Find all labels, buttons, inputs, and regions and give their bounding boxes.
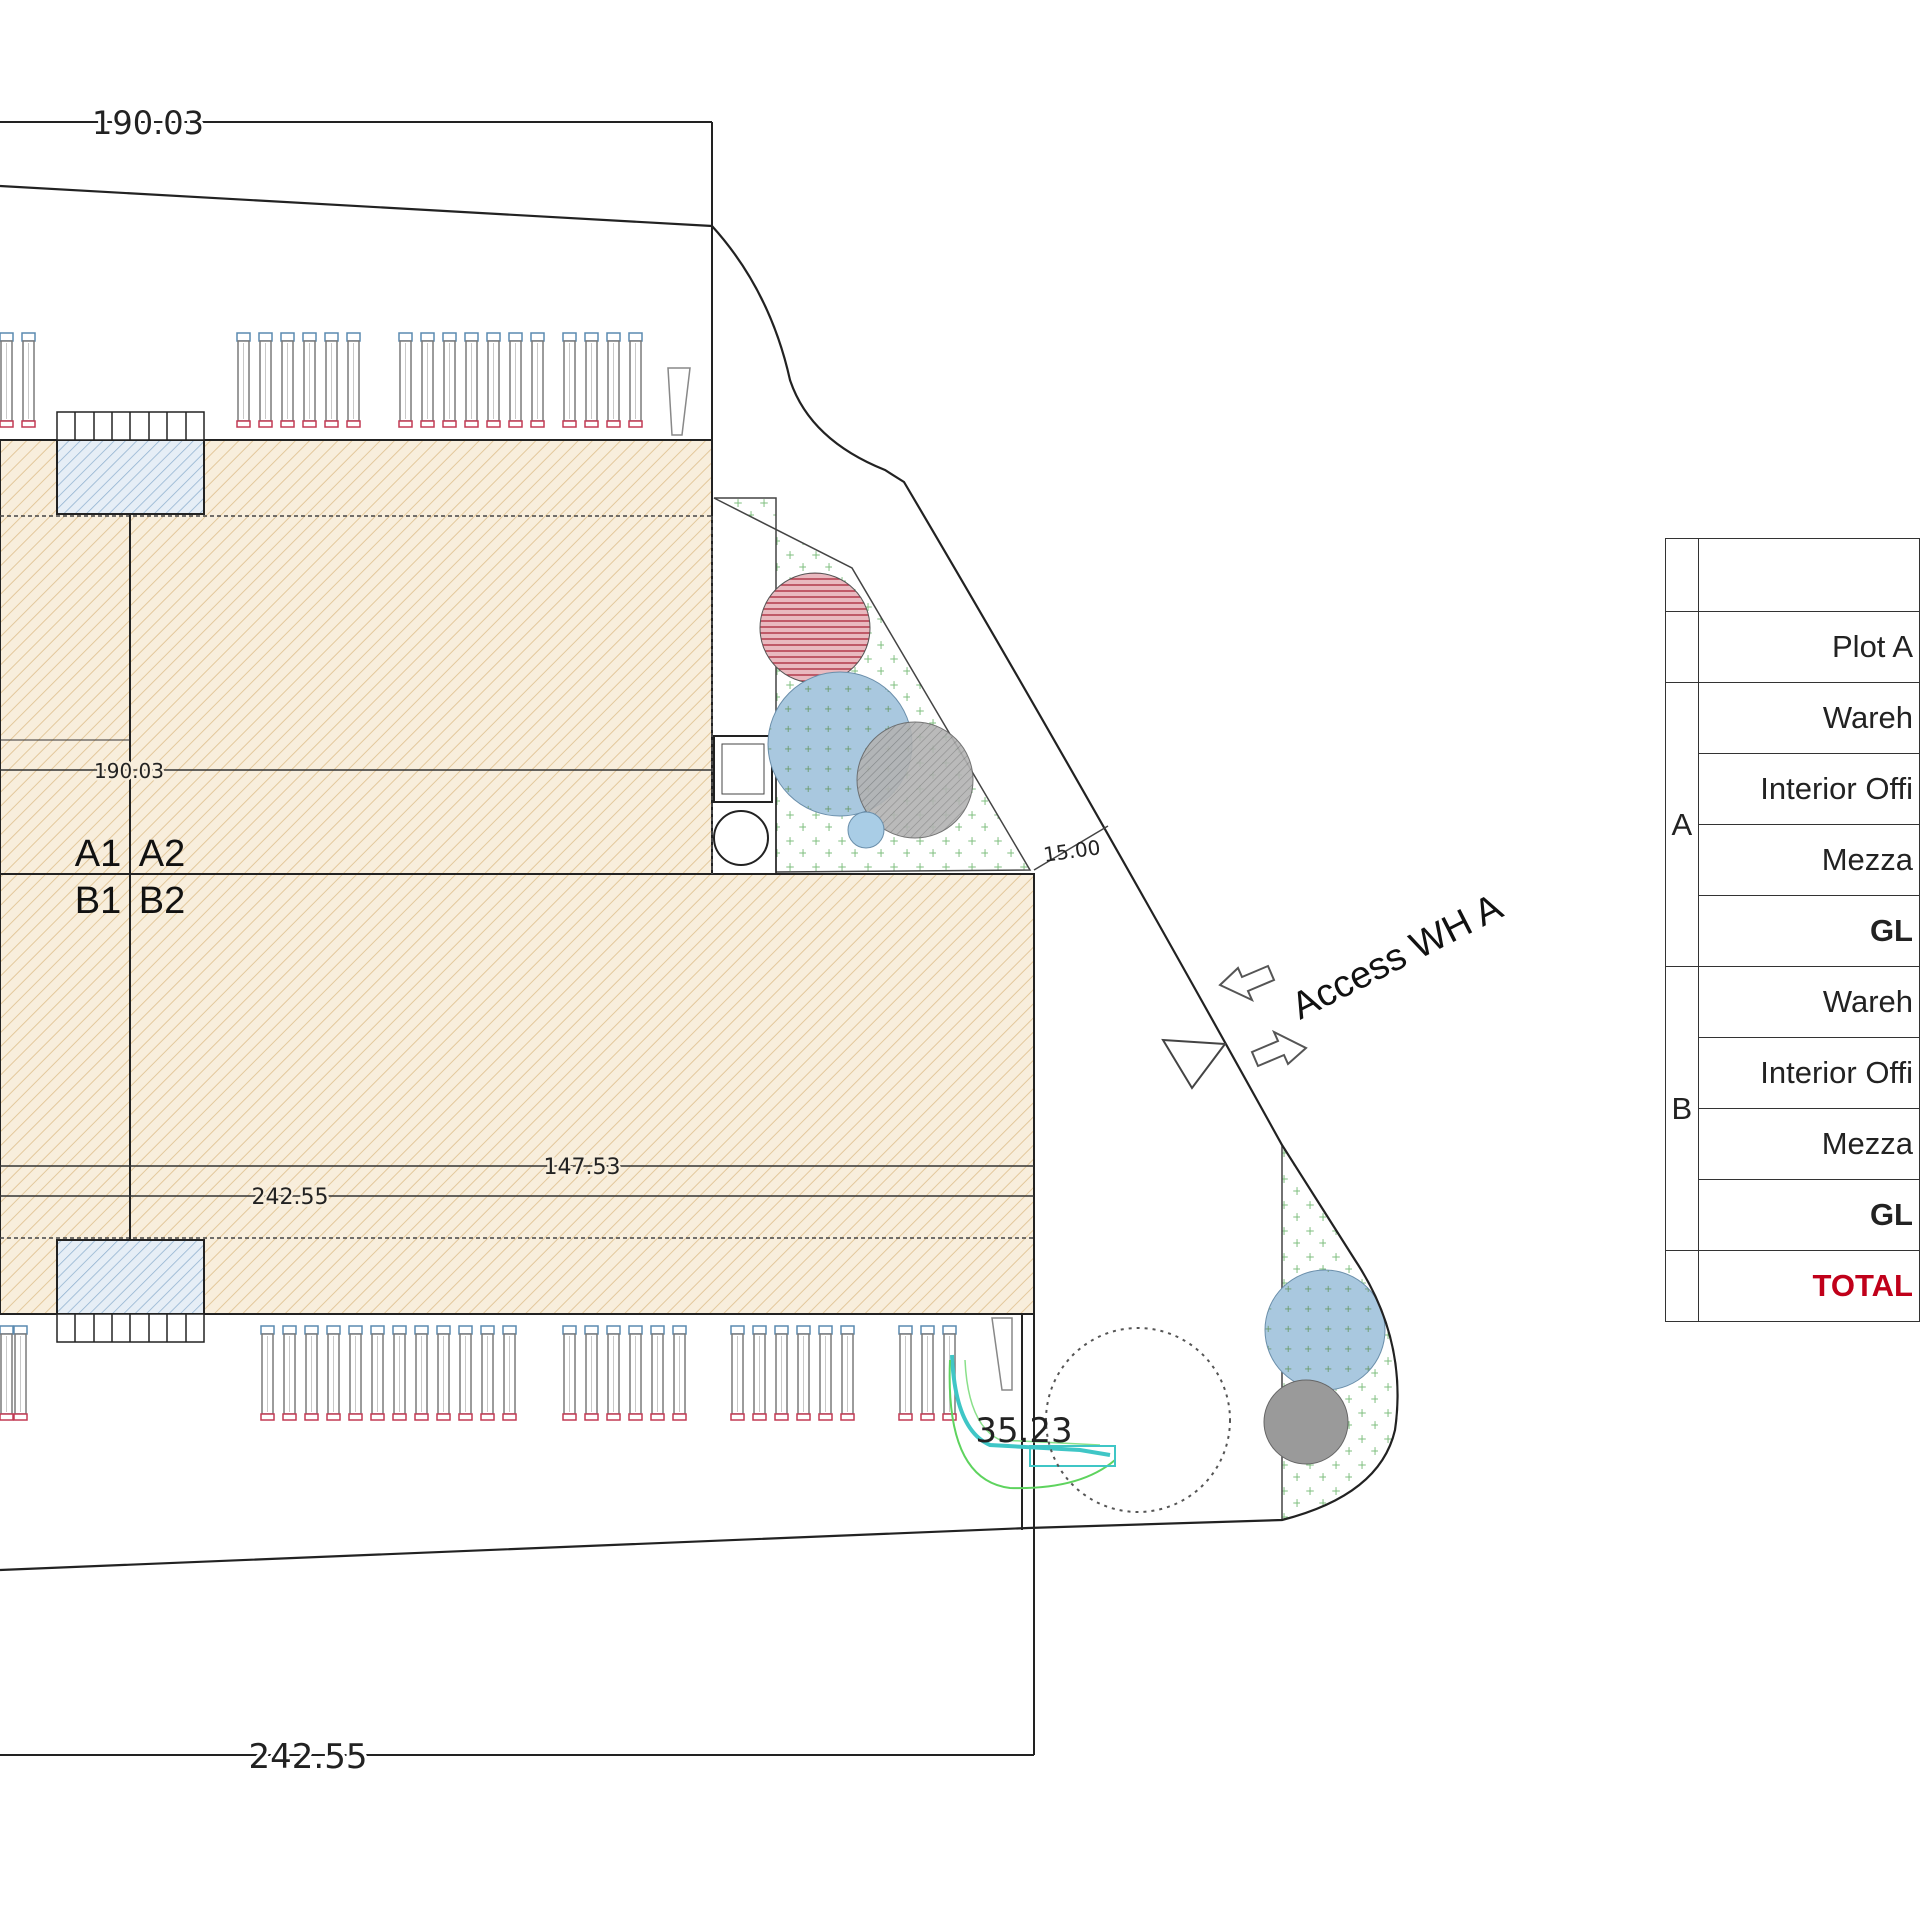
table-item-cell: GL: [1697, 895, 1920, 967]
turning-circle: [1045, 1327, 1231, 1513]
dimension-setback: 15.00: [1042, 835, 1102, 867]
unit-label-a1: A1: [75, 833, 121, 875]
truck-parking-top: [0, 332, 691, 436]
table-group-cell-b: B: [1665, 966, 1699, 1251]
table-group-cell: [1665, 1250, 1699, 1322]
tree-grey-lower: [1263, 1379, 1349, 1465]
table-item-cell: Interior Offi: [1697, 753, 1920, 825]
table-row: GL: [1666, 895, 1920, 967]
dimension-inner-upper: 190.03: [94, 759, 164, 783]
table-row: B Wareh: [1665, 966, 1920, 1251]
table-group-cell: [1665, 538, 1699, 612]
table-item-cell: Plot A: [1697, 611, 1920, 683]
table-group-cell-a: A: [1665, 682, 1699, 967]
table-row: Mezza: [1666, 824, 1920, 896]
dimension-top-overall: 190.03: [92, 104, 204, 142]
table-item-cell: Mezza: [1697, 1108, 1920, 1180]
unit-label-a2: A2: [139, 833, 185, 875]
unit-label-b2: B2: [139, 880, 185, 922]
access-gate-icon: [1161, 1038, 1227, 1090]
tree-blue-small: [847, 811, 885, 849]
table-item-cell: [1697, 538, 1920, 612]
table-row: TOTAL: [1665, 1250, 1920, 1322]
table-item-cell: Interior Offi: [1697, 1037, 1920, 1109]
table-item-cell: GL: [1697, 1179, 1920, 1251]
table-item-cell: Wareh: [1697, 682, 1920, 754]
dock-lower: [56, 1239, 205, 1315]
truck-parking-bottom: [0, 1317, 1013, 1421]
table-total-cell: TOTAL: [1697, 1250, 1920, 1322]
table-item-cell: Mezza: [1697, 824, 1920, 896]
plot-boundary: [0, 184, 1399, 1572]
dimension-inner-lower-right: 147.53: [544, 1155, 621, 1180]
truck-turning-path: [948, 1354, 1116, 1490]
utility-box: [713, 735, 773, 803]
table-row: Plot A: [1665, 611, 1920, 683]
dimension-inner-lower-overall: 242.55: [252, 1185, 329, 1210]
tree-red: [759, 572, 871, 684]
table-row: GL: [1666, 1179, 1920, 1251]
tree-grey: [856, 721, 974, 839]
area-schedule-table: Plot A A Wareh Interior Offi Mezza GL B …: [1665, 538, 1920, 1322]
utility-tank: [713, 810, 769, 866]
tree-blue-lower: [1264, 1269, 1386, 1391]
table-row: Interior Offi: [1666, 753, 1920, 825]
dock-levellers-lower: [56, 1313, 205, 1343]
table-row: A Wareh: [1665, 682, 1920, 967]
dimension-bottom-overall: 242.55: [249, 1737, 368, 1777]
table-header-row: [1665, 538, 1920, 612]
table-group-cell: [1665, 611, 1699, 683]
dock-upper: [56, 439, 205, 515]
access-label: Access WH A: [1285, 886, 1510, 1028]
table-row: Interior Offi: [1666, 1037, 1920, 1109]
dock-levellers-upper: [56, 411, 205, 441]
dimension-truck-turn: 35.23: [975, 1411, 1072, 1451]
table-item-cell: Wareh: [1697, 966, 1920, 1038]
unit-label-b1: B1: [75, 880, 121, 922]
access-arrows: [1218, 964, 1308, 1068]
table-row: Mezza: [1666, 1108, 1920, 1180]
